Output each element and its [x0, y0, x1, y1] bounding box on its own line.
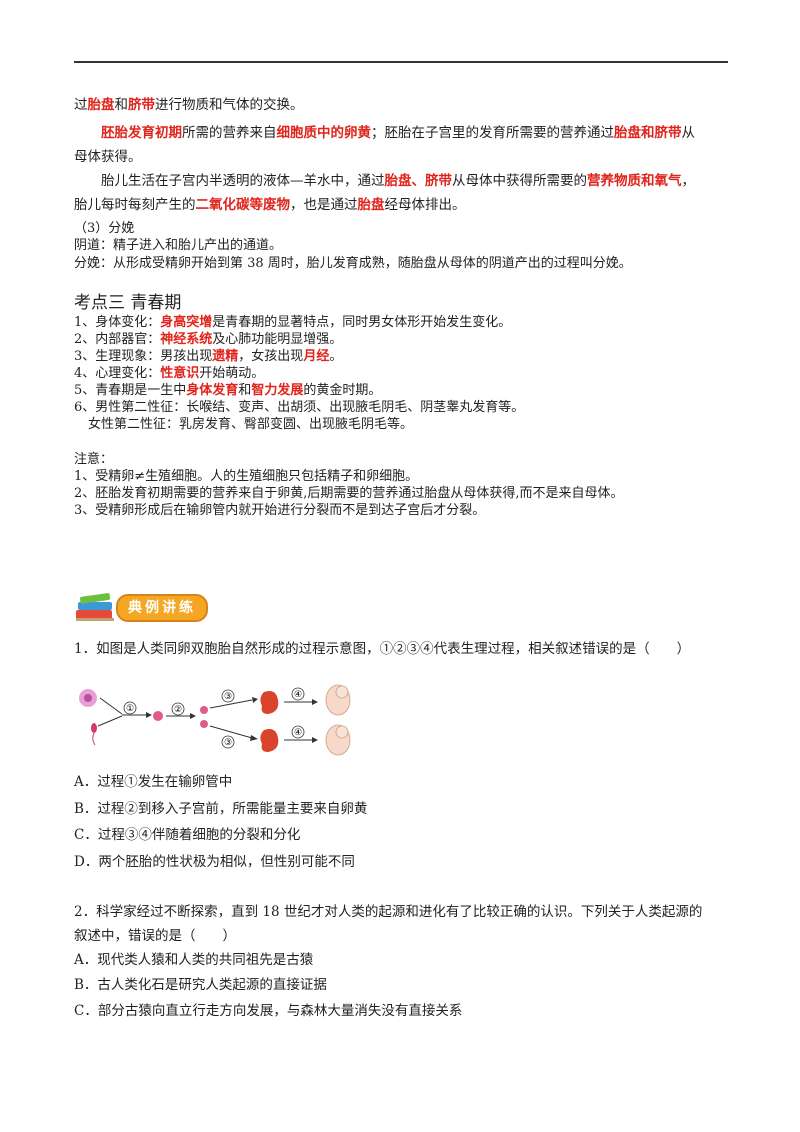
- text: 和: [114, 97, 129, 113]
- label-three: ③: [224, 738, 232, 748]
- option-c: C．部分古猿向直立行走方向发展，与森林大量消失没有直接关系: [74, 1003, 463, 1019]
- section-badge: 典例讲练: [72, 590, 237, 624]
- text: ，: [681, 173, 696, 189]
- note-item: 2、胚胎发育初期需要的营养来自于卵黄,后期需要的营养通过胎盘从母体获得,而不是来…: [74, 486, 624, 501]
- text-line: 母体获得。: [74, 149, 142, 165]
- option-a: A．现代类人猿和人类的共同祖先是古猿: [74, 952, 314, 968]
- fetus-icon: [325, 724, 351, 756]
- text: 3、生理现象：男孩出现: [74, 349, 213, 364]
- label-four: ④: [294, 690, 302, 700]
- text: 4、心理变化：: [74, 366, 161, 381]
- cell-icon: [200, 706, 208, 714]
- text-line: 胎儿生活在子宫内半透明的液体—羊水中，通过胎盘、脐带从母体中获得所需要的营养物质…: [101, 172, 695, 190]
- text: 过: [74, 97, 88, 113]
- highlight: 月经: [303, 349, 330, 364]
- text: 胎儿每时每刻产生的: [74, 197, 196, 213]
- option-b: B．古人类化石是研究人类起源的直接证据: [74, 977, 327, 993]
- text: 。: [329, 349, 343, 364]
- text: 2、内部器官：: [74, 332, 161, 347]
- option-a: A．过程①发生在输卵管中: [74, 774, 233, 790]
- highlight: 智力发展: [251, 383, 304, 398]
- highlight: 细胞质中的卵黄: [276, 125, 372, 141]
- option-b: B．过程②到移入子宫前，所需能量主要来自卵黄: [74, 801, 368, 817]
- twin-diagram: ① ② ③ ③ ④ ④: [79, 684, 351, 756]
- highlight: 性意识: [160, 366, 200, 381]
- list-item: 3、生理现象：男孩出现遗精，女孩出现月经。: [74, 348, 342, 366]
- text-line: 胚胎发育初期所需的营养来自细胞质中的卵黄；胚胎在子宫里的发育所需要的营养通过胎盘…: [101, 124, 695, 142]
- highlight: 身体发育: [186, 383, 239, 398]
- text: 经母体排出。: [384, 197, 466, 213]
- label-two: ②: [174, 705, 182, 715]
- text: ，女孩出现: [238, 349, 304, 364]
- option-d: D．两个胚胎的性状极为相似，但性别可能不同: [74, 854, 355, 870]
- label-three: ③: [224, 692, 232, 702]
- text: 从: [681, 125, 696, 141]
- highlight: 二氧化碳等废物: [195, 197, 291, 213]
- option-c: C．过程③④伴随着细胞的分裂和分化: [74, 827, 301, 843]
- text: 胎儿生活在子宫内半透明的液体—羊水中，通过: [101, 173, 385, 189]
- zygote-icon: [153, 711, 163, 721]
- question-stem: 2．科学家经过不断探索，直到 18 世纪才对人类的起源和进化有了比较正确的认识。…: [74, 904, 703, 920]
- list-item: 2、内部器官：神经系统及心肺功能明显增强。: [74, 331, 342, 349]
- section-title: 考点三 青春期: [74, 293, 182, 313]
- fetus-icon: [325, 684, 351, 716]
- note-item: 3、受精卵形成后在输卵管内就开始进行分裂而不是到达子宫后才分裂。: [74, 503, 486, 518]
- text: 是青春期的显著特点，同时男女体形开始发生变化。: [212, 315, 512, 330]
- text: 5、青春期是一生中: [74, 383, 187, 398]
- badge-label: 典例讲练: [116, 594, 208, 622]
- highlight: 胎盘: [87, 97, 115, 113]
- text-line: 胎儿每时每刻产生的二氧化碳等废物，也是通过胎盘经母体排出。: [74, 196, 466, 214]
- question-stem: 1．如图是人类同卵双胞胎自然形成的过程示意图，①②③④代表生理过程，相关叙述错误…: [74, 641, 691, 657]
- embryo-icon: [260, 691, 279, 714]
- cell-icon: [200, 720, 208, 728]
- text: ，也是通过: [290, 197, 358, 213]
- highlight: 胎盘和脐带: [614, 125, 682, 141]
- highlight: 营养物质和氧气: [587, 173, 682, 189]
- text-line: 分娩：从形成受精卵开始到第 38 周时，胎儿发育成熟，随胎盘从母体的阴道产出的过…: [74, 256, 632, 271]
- highlight: 胎盘、脐带: [384, 173, 453, 189]
- text-line: 过胎盘和脐带进行物质和气体的交换。: [74, 96, 304, 114]
- highlight: 脐带: [128, 97, 155, 113]
- text: 和: [238, 383, 252, 398]
- text: 及心肺功能明显增强。: [212, 332, 343, 347]
- list-item: 1、身体变化：身高突增是青春期的显著特点，同时男女体形开始发生变化。: [74, 314, 511, 332]
- notes-title: 注意：: [74, 452, 114, 467]
- label-one: ①: [126, 704, 134, 714]
- list-item: 女性第二性征：乳房发育、臀部变圆、出现腋毛阴毛等。: [88, 417, 414, 432]
- text: ；胚胎在子宫里的发育所需要的营养通过: [371, 125, 614, 141]
- highlight: 遗精: [212, 349, 239, 364]
- egg-cell-icon: [79, 689, 97, 707]
- list-item: 6、男性第二性征：长喉结、变声、出胡须、出现腋毛阴毛、阴茎睾丸发育等。: [74, 400, 525, 415]
- text-line: 阴道：精子进入和胎儿产出的通道。: [74, 238, 283, 253]
- text: 所需的营养来自: [182, 125, 277, 141]
- text: 1、身体变化：: [74, 315, 161, 330]
- text: 的黄金时期。: [303, 383, 382, 398]
- text: 从母体中获得所需要的: [452, 173, 587, 189]
- subheading: （3）分娩: [74, 221, 135, 236]
- books-icon: [76, 593, 114, 621]
- note-item: 1、受精卵≠生殖细胞。人的生殖细胞只包括精子和卵细胞。: [74, 469, 419, 484]
- list-item: 4、心理变化：性意识开始萌动。: [74, 365, 264, 383]
- text: 进行物质和气体的交换。: [155, 97, 304, 113]
- highlight: 神经系统: [160, 332, 213, 347]
- text: 开始萌动。: [199, 366, 265, 381]
- label-four: ④: [294, 728, 302, 738]
- highlight: 胚胎发育初期: [101, 125, 182, 141]
- question-stem-cont: 叙述中，错误的是（ ）: [74, 928, 236, 944]
- header-rule: [74, 61, 728, 63]
- highlight: 身高突增: [160, 315, 213, 330]
- list-item: 5、青春期是一生中身体发育和智力发展的黄金时期。: [74, 382, 381, 400]
- embryo-icon: [260, 729, 279, 752]
- sperm-icon: [91, 723, 97, 746]
- highlight: 胎盘: [357, 197, 385, 213]
